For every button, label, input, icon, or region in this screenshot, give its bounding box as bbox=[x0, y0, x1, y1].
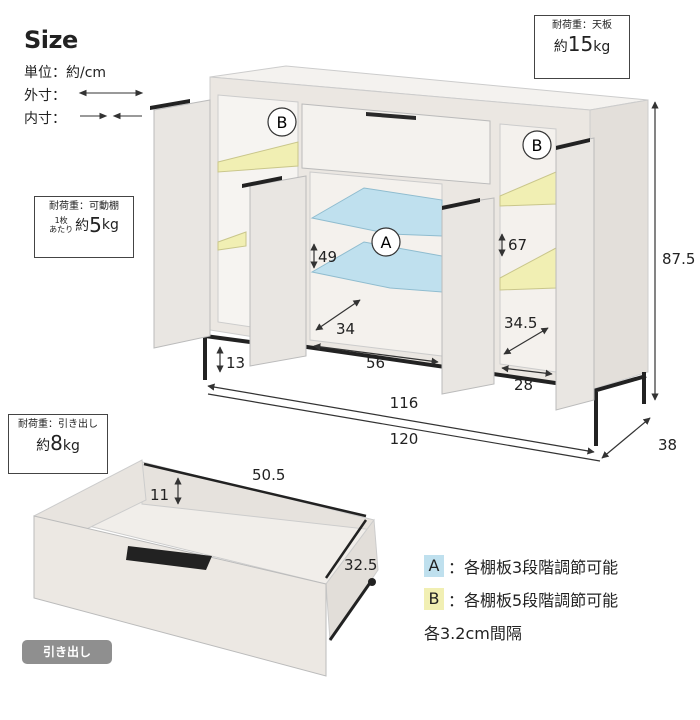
drawer-load-value: 8 bbox=[50, 431, 63, 455]
drawer-load-label: 耐荷重：引き出し bbox=[18, 419, 98, 430]
shelf-load-per-bottom: あたり bbox=[49, 225, 74, 234]
center-right-door bbox=[441, 197, 495, 395]
unit-arrows bbox=[78, 89, 144, 120]
top-load-label: 耐荷重：天板 bbox=[552, 20, 612, 31]
dimension-labels: 87.5 38 116 120 13 49 67 34 34.5 56 28 bbox=[226, 236, 695, 454]
shelf-load-unit: kg bbox=[101, 217, 119, 233]
dimension-outer-width-label: 120 bbox=[390, 430, 419, 448]
shelf-load-value: 5 bbox=[89, 213, 102, 237]
legend-a-text: ：各棚板3段階調節可能 bbox=[448, 558, 619, 577]
dimension-center-width-label: 56 bbox=[366, 354, 385, 372]
shelf-load-per-top: 1枚 bbox=[54, 216, 68, 225]
left-outer-door bbox=[153, 99, 211, 349]
cabinet bbox=[150, 65, 649, 446]
legend-b-text: ：各棚板5段階調節可能 bbox=[448, 591, 619, 610]
dimension-height-label: 87.5 bbox=[662, 250, 695, 268]
outer-label: 外寸： bbox=[24, 88, 66, 104]
outer-dimension-row: 外寸： bbox=[24, 85, 66, 105]
legend-a: A ：各棚板3段階調節可能 bbox=[424, 554, 618, 578]
dimension-depth-label: 38 bbox=[658, 436, 677, 454]
dimension-side-width-label: 28 bbox=[514, 376, 533, 394]
outer-arrow-icon bbox=[78, 89, 144, 97]
cabinet-drawer-front bbox=[301, 103, 491, 185]
dimension-inner-width-label: 116 bbox=[390, 394, 419, 412]
right-outer-door bbox=[555, 137, 595, 411]
dimension-shelf-a-label: 49 bbox=[318, 248, 337, 266]
marker-b-right: B bbox=[522, 130, 552, 160]
right-outer-door-handle bbox=[556, 138, 590, 150]
left-upper-shelf bbox=[217, 141, 299, 173]
shelf-load-prefix: 約 bbox=[75, 218, 90, 234]
marker-a-text: A bbox=[381, 233, 392, 252]
dimension-side-depth-label: 34.5 bbox=[504, 314, 537, 332]
legend-b-chip: B bbox=[424, 588, 444, 610]
left-inner-door-handle bbox=[242, 176, 282, 188]
dimension-drawer-width-label: 50.5 bbox=[252, 466, 285, 484]
drawer-right-wall bbox=[325, 518, 379, 642]
top-load-unit: kg bbox=[593, 39, 611, 55]
left-lower-shelf bbox=[217, 231, 247, 251]
legend-b: B ：各棚板5段階調節可能 bbox=[424, 587, 618, 611]
legend-note: 各3.2cm間隔 bbox=[424, 620, 522, 644]
inner-arrow-icon bbox=[80, 112, 142, 120]
dimension-drawer-depth-label: 32.5 bbox=[344, 556, 377, 574]
marker-b-left: B bbox=[267, 107, 297, 137]
marker-a: A bbox=[371, 227, 401, 257]
center-right-door-handle bbox=[442, 198, 480, 210]
top-load-prefix: 約 bbox=[553, 39, 568, 55]
shelf-load-label: 耐荷重：可動棚 bbox=[49, 201, 119, 212]
dimension-lines bbox=[207, 101, 659, 462]
unit-value: 約/cm bbox=[66, 65, 107, 81]
marker-b-left-text: B bbox=[277, 113, 288, 132]
left-outer-door-handle bbox=[150, 99, 190, 110]
drawer-front-panel bbox=[33, 515, 327, 677]
dimension-leg-height-label: 13 bbox=[226, 354, 245, 372]
drawer-load-prefix: 約 bbox=[36, 438, 51, 454]
drawer-load-unit: kg bbox=[62, 438, 80, 454]
legend-note-text: 各3.2cm間隔 bbox=[424, 624, 522, 643]
unit-row: 単位：約/cm bbox=[24, 62, 106, 82]
dimension-center-depth-label: 34 bbox=[336, 320, 355, 338]
top-load-value: 15 bbox=[567, 32, 594, 56]
marker-b-right-text: B bbox=[532, 136, 543, 155]
dimension-drawer-height-label: 11 bbox=[150, 486, 169, 504]
legend-a-chip: A bbox=[424, 555, 444, 577]
page-title: Size bbox=[24, 26, 78, 54]
left-inner-door bbox=[249, 175, 307, 367]
unit-label: 単位： bbox=[24, 65, 66, 81]
cabinet-drawer-handle bbox=[366, 112, 416, 120]
dimension-shelf-b-label: 67 bbox=[508, 236, 527, 254]
inner-dimension-row: 内寸： bbox=[24, 108, 66, 128]
cabinet-right-side bbox=[589, 99, 649, 391]
inner-label: 内寸： bbox=[24, 111, 66, 127]
drawer-illustration: 11 50.5 32.5 bbox=[33, 459, 379, 677]
top-load-box: 耐荷重：天板 約15kg bbox=[534, 15, 630, 79]
drawer-handle bbox=[126, 546, 212, 570]
drawer-label: 引き出し bbox=[22, 640, 112, 664]
drawer-load-box: 耐荷重：引き出し 約8kg bbox=[8, 414, 108, 474]
